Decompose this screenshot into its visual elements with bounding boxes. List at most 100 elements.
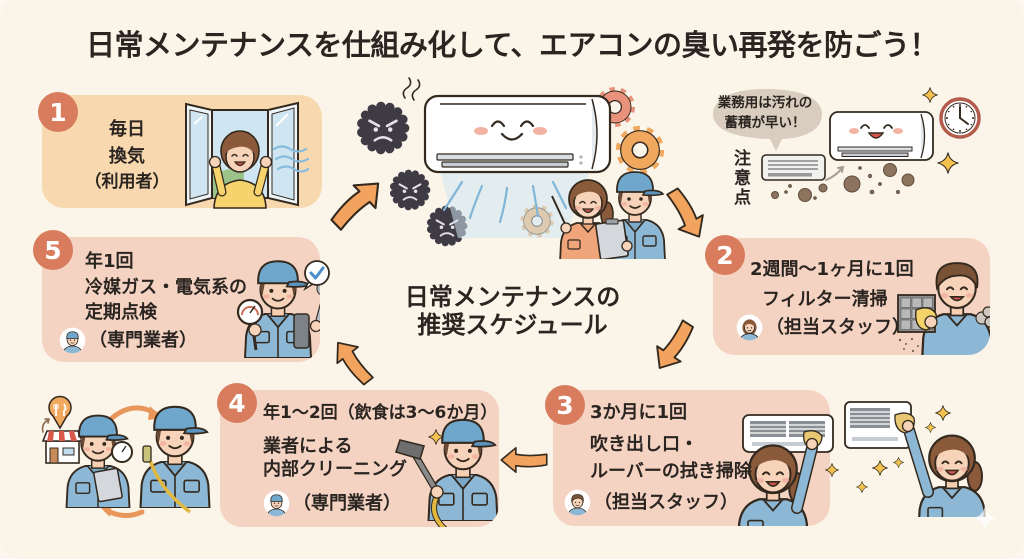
arrow-icon: [323, 171, 391, 237]
wind-lines: [272, 145, 310, 173]
sparkle-icon: [937, 152, 959, 174]
arrow-step4-to-step5: [326, 333, 380, 391]
dust-particles: [771, 163, 915, 202]
dust-cloud: [975, 306, 990, 328]
clipboard: [93, 467, 123, 503]
dirty-ac-unit: [761, 154, 826, 181]
technicians-visiting-restaurant: [41, 395, 211, 518]
germ-icon: [361, 106, 404, 149]
air-conditioner-mascot: [423, 94, 612, 174]
step3-task-line1: 吹き出し口・: [590, 434, 698, 455]
step4-task-line2: 内部クリーニング: [263, 459, 407, 480]
technician-avatar: [263, 490, 290, 517]
airflow-lines: [442, 180, 568, 224]
step2-frequency: 2週間〜1ヶ月に1回: [750, 259, 914, 280]
transition-arrow-icon: [825, 165, 845, 181]
hose: [148, 459, 192, 514]
step-badge-1: 1: [38, 92, 78, 132]
tester-device: [293, 313, 310, 349]
clipboard: [595, 219, 629, 259]
check-bubble-icon: [303, 260, 330, 292]
step1-task: 換気: [109, 146, 145, 167]
faint-sparkle-icon: [973, 506, 997, 530]
step2-task: フィルター清掃: [762, 289, 888, 310]
caution-label: 注意点: [730, 149, 750, 208]
wrench-icon: [309, 280, 320, 333]
arrow-center-to-step2: [659, 183, 713, 245]
step5-role: （専門業者）: [89, 329, 197, 351]
speech-bubble-text: 業務用は汚れの 蓄積が早い！: [713, 93, 817, 133]
sparkle-icon: [922, 87, 938, 103]
center-illustration: [361, 77, 666, 259]
step-badge-5: 5: [33, 230, 73, 270]
cycle-arrow-icon: [103, 507, 145, 518]
pointer-stick: [551, 195, 567, 227]
arrow-step1-to-center: [323, 171, 391, 237]
page-title: 日常メンテナンスを仕組み化して、エアコンの臭い再発を防ごう！: [85, 28, 939, 62]
staff-and-technician: [551, 171, 666, 259]
sparkle-icon: [925, 422, 936, 433]
speech-bubble: [713, 89, 822, 151]
speech-bubble-line2: 蓄積が早い！: [724, 115, 806, 131]
small-curved-arrow-icon: [41, 418, 51, 433]
vacuum-nozzle: [394, 439, 441, 496]
sparkle-icon: [872, 460, 888, 476]
happy-ac-unit: [829, 111, 934, 161]
restaurant-pin-icon: [48, 395, 72, 430]
odor-lines: [402, 77, 421, 101]
step3-role: （担当スタッフ）: [594, 491, 738, 513]
airflow-glow: [440, 170, 590, 238]
step5-task-line2: 定期点検: [85, 302, 157, 323]
step3-role-row: （担当スタッフ）: [564, 489, 738, 516]
pressure-gauge-icon: [236, 298, 264, 326]
step4-role-row: （専門業者）: [263, 490, 401, 517]
gear-icon: [621, 131, 660, 170]
germ-icon: [393, 173, 427, 207]
staff-polishing-ac: [844, 401, 997, 530]
arrow-icon: [646, 315, 702, 377]
sparkle-icon: [856, 481, 868, 493]
step3-task-line2: ルーバーの拭き掃除: [590, 461, 752, 482]
step-badge-2: 2: [705, 235, 745, 275]
pressure-gauge-icon: [111, 441, 133, 463]
step4-frequency: 年1〜2回（飲食は3〜6か月）: [263, 403, 498, 423]
arrow-icon: [500, 446, 548, 474]
shop-icon: [41, 430, 84, 464]
step2-role-row: （担当スタッフ）: [736, 314, 910, 341]
center-caption-line1: 日常メンテナンスの: [404, 283, 621, 311]
center-caption: 日常メンテナンスの 推奨スケジュール: [380, 283, 645, 339]
staff-cleaning-filter: [897, 261, 990, 355]
staff-woman-avatar: [736, 314, 763, 341]
step2-role: （担当スタッフ）: [766, 316, 910, 338]
sparkle-icon: [893, 457, 904, 468]
step4-role: （専門業者）: [293, 492, 401, 514]
ac-unit: [844, 401, 912, 449]
window-person: [208, 130, 273, 209]
step4-task-line1: 業者による: [263, 436, 353, 457]
dust-particles: [898, 337, 919, 353]
step-badge-4: 4: [217, 383, 257, 423]
step1-frequency: 毎日: [109, 119, 145, 140]
tool: [142, 445, 152, 463]
staff-man-avatar: [564, 489, 591, 516]
step5-role-row: （専門業者）: [59, 327, 197, 354]
arrow-icon: [326, 333, 380, 391]
step-badge-3: 3: [545, 385, 585, 425]
step1-role: （利用者）: [84, 172, 170, 192]
sparkle-icon: [935, 405, 951, 421]
speech-bubble-line1: 業務用は汚れの: [717, 95, 813, 111]
person-opening-window: [185, 101, 310, 209]
arrow-step2-to-step3: [646, 315, 702, 377]
technician-with-vacuum: [394, 418, 499, 527]
clock-icon: [939, 97, 981, 139]
arrow-icon: [659, 183, 713, 245]
staff-wiping-louver: [736, 414, 839, 526]
step5-frequency: 年1回: [85, 251, 134, 272]
sparkle-icon: [825, 463, 839, 477]
technician-avatar: [59, 327, 86, 354]
technician-with-gauge-and-wrench: [236, 260, 320, 358]
arrow-step3-to-step4: [500, 446, 548, 474]
step3-frequency: 3か月に1回: [590, 402, 688, 423]
